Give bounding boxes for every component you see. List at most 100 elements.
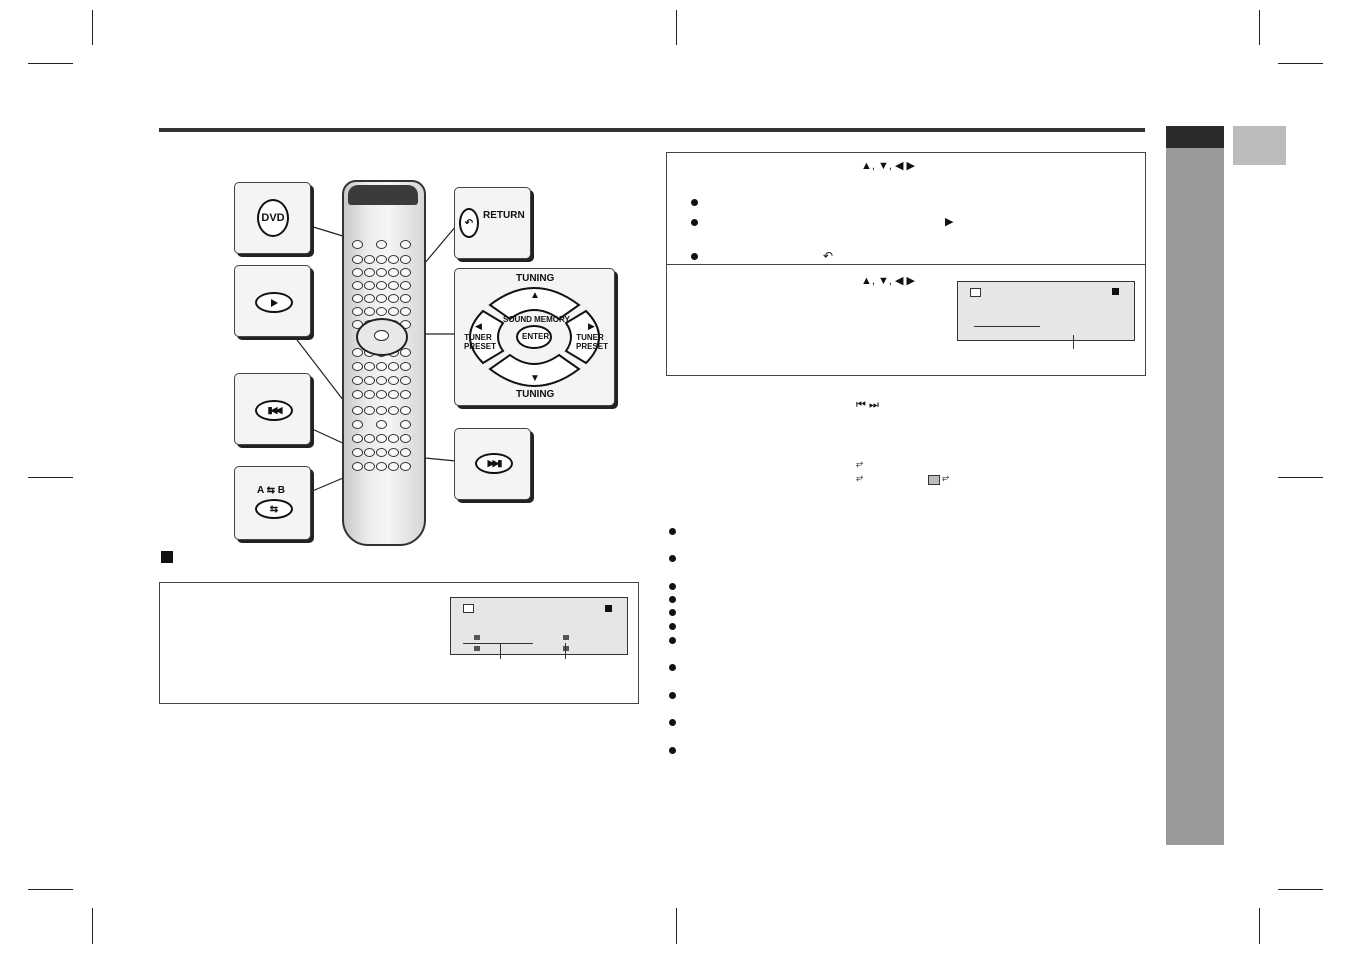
remote-small-button[interactable] xyxy=(388,268,399,277)
remote-small-button[interactable] xyxy=(388,255,399,264)
remote-small-button[interactable] xyxy=(376,434,387,443)
remote-small-button[interactable] xyxy=(352,434,363,443)
remote-small-button[interactable] xyxy=(388,376,399,385)
ab-repeat-button[interactable]: ⇆ xyxy=(255,499,293,519)
remote-small-button[interactable] xyxy=(364,462,375,471)
remote-small-button[interactable] xyxy=(352,406,363,415)
folder-icon xyxy=(563,635,569,640)
stop-icon xyxy=(1112,288,1119,295)
remote-small-button[interactable] xyxy=(388,294,399,303)
remote-small-button[interactable] xyxy=(388,281,399,290)
remote-small-button[interactable] xyxy=(400,462,411,471)
remote-small-button[interactable] xyxy=(376,268,387,277)
remote-small-button[interactable] xyxy=(388,362,399,371)
skip-back-icon: ▮◀◀ xyxy=(267,405,283,415)
remote-small-button[interactable] xyxy=(388,307,399,316)
remote-small-button[interactable] xyxy=(352,255,363,264)
return-arrow-icon: ↶ xyxy=(823,249,834,263)
bullet xyxy=(691,199,698,206)
remote-small-button[interactable] xyxy=(400,281,411,290)
remote-small-button[interactable] xyxy=(352,462,363,471)
remote-small-button[interactable] xyxy=(388,434,399,443)
return-button[interactable]: ↶ xyxy=(459,208,479,238)
remote-small-button[interactable] xyxy=(388,462,399,471)
stop-icon xyxy=(605,605,612,612)
remote-small-button[interactable] xyxy=(400,294,411,303)
remote-small-button[interactable] xyxy=(388,406,399,415)
tuner-preset-left-button[interactable] xyxy=(469,309,505,365)
remote-small-button[interactable] xyxy=(400,307,411,316)
remote-small-button[interactable] xyxy=(352,420,363,429)
remote-small-button[interactable] xyxy=(376,420,387,429)
remote-small-button[interactable] xyxy=(376,390,387,399)
crop-mark xyxy=(1259,10,1260,45)
remote-small-button[interactable] xyxy=(376,307,387,316)
remote-small-button[interactable] xyxy=(352,307,363,316)
remote-small-button[interactable] xyxy=(352,294,363,303)
remote-small-button[interactable] xyxy=(364,376,375,385)
remote-small-button[interactable] xyxy=(352,268,363,277)
remote-small-button[interactable] xyxy=(388,390,399,399)
remote-small-button[interactable] xyxy=(352,348,363,357)
remote-small-button[interactable] xyxy=(388,448,399,457)
remote-small-button[interactable] xyxy=(352,281,363,290)
display-screen xyxy=(450,597,628,655)
down-arrow-icon: ▼ xyxy=(530,373,540,384)
remote-small-button[interactable] xyxy=(376,462,387,471)
remote-small-button[interactable] xyxy=(376,281,387,290)
remote-small-button[interactable] xyxy=(400,362,411,371)
remote-small-button[interactable] xyxy=(364,390,375,399)
remote-small-button[interactable] xyxy=(352,240,363,249)
bullet xyxy=(669,583,676,590)
remote-small-button[interactable] xyxy=(352,362,363,371)
remote-small-button[interactable] xyxy=(364,281,375,290)
remote-small-button[interactable] xyxy=(376,448,387,457)
enter-button[interactable] xyxy=(516,325,552,349)
callout-line xyxy=(1073,335,1074,349)
remote-small-button[interactable] xyxy=(376,294,387,303)
remote-small-button[interactable] xyxy=(352,376,363,385)
remote-enter-button[interactable] xyxy=(374,330,389,341)
remote-small-button[interactable] xyxy=(364,268,375,277)
tuning-down-button[interactable] xyxy=(488,353,581,387)
repeat-icon: ⥂ xyxy=(856,458,864,468)
remote-small-button[interactable] xyxy=(400,420,411,429)
remote-small-button[interactable] xyxy=(400,406,411,415)
tuner-preset-right-button[interactable] xyxy=(564,309,600,365)
play-button[interactable] xyxy=(255,292,293,313)
remote-small-button[interactable] xyxy=(376,240,387,249)
dvd-button-label: DVD xyxy=(261,212,285,224)
callout-line xyxy=(565,643,566,659)
remote-small-button[interactable] xyxy=(364,448,375,457)
remote-small-button[interactable] xyxy=(376,406,387,415)
remote-small-button[interactable] xyxy=(376,255,387,264)
skip-forward-button[interactable]: ▶▶▮ xyxy=(475,453,513,474)
remote-small-button[interactable] xyxy=(376,362,387,371)
return-arrow-icon: ↶ xyxy=(464,217,474,229)
remote-small-button[interactable] xyxy=(400,268,411,277)
left-arrow-icon: ◀ xyxy=(475,321,482,331)
remote-small-button[interactable] xyxy=(364,294,375,303)
remote-small-button[interactable] xyxy=(400,390,411,399)
remote-small-button[interactable] xyxy=(400,448,411,457)
remote-small-button[interactable] xyxy=(400,240,411,249)
remote-small-button[interactable] xyxy=(352,390,363,399)
tuning-bottom-label: TUNING xyxy=(516,389,555,400)
folder-icon xyxy=(474,635,480,640)
remote-dpad[interactable] xyxy=(356,318,408,356)
remote-small-button[interactable] xyxy=(400,376,411,385)
skip-back-button[interactable]: ▮◀◀ xyxy=(255,400,293,421)
tuning-up-button[interactable] xyxy=(488,287,581,321)
remote-small-button[interactable] xyxy=(400,348,411,357)
remote-small-button[interactable] xyxy=(364,255,375,264)
remote-small-button[interactable] xyxy=(400,434,411,443)
remote-small-button[interactable] xyxy=(364,434,375,443)
remote-small-button[interactable] xyxy=(364,406,375,415)
remote-small-button[interactable] xyxy=(364,307,375,316)
remote-small-button[interactable] xyxy=(352,448,363,457)
enter-label: ENTER xyxy=(522,332,550,341)
remote-small-button[interactable] xyxy=(376,376,387,385)
dvd-button[interactable]: DVD xyxy=(257,199,289,237)
remote-small-button[interactable] xyxy=(400,255,411,264)
remote-small-button[interactable] xyxy=(364,362,375,371)
